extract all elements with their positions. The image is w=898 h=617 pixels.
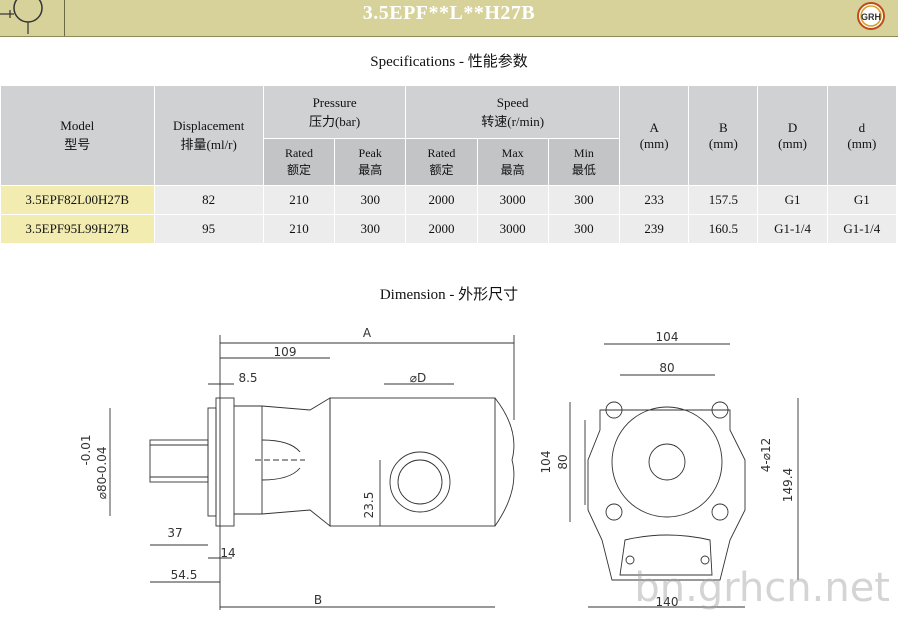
svg-text:54.5: 54.5 [171,568,198,582]
dimension-heading: Dimension - 外形尺寸 [379,287,519,303]
pump-symbol-icon [0,0,65,36]
table-row: 3.5EPF82L00H27B 82 210 300 2000 3000 300… [0,185,898,215]
header-b: B(mm) [688,85,759,186]
svg-text:⌀D: ⌀D [410,371,426,385]
cell-disp: 82 [153,185,264,215]
cell-b: 157.5 [688,185,759,215]
svg-text:A: A [363,326,372,340]
svg-text:140: 140 [656,595,679,609]
svg-text:109: 109 [274,345,297,359]
svg-text:104: 104 [656,330,679,344]
svg-text:104: 104 [539,451,553,474]
cell-d: G1 [757,185,828,215]
cell-model: 3.5EPF95L99H27B [0,214,155,244]
cell-s-max: 3000 [476,214,549,244]
cell-disp: 95 [153,214,264,244]
header-d: D(mm) [757,85,828,186]
cell-p-rated: 210 [262,214,336,244]
front-dim-labels: 104 80 104 80 4-⌀12 149.4 140 [539,330,795,609]
svg-text:37: 37 [167,526,182,540]
cell-small-d: G1-1/4 [826,214,898,244]
cell-s-rated: 2000 [405,185,478,215]
svg-text:8.5: 8.5 [238,371,257,385]
header-a: A(mm) [619,85,690,186]
svg-text:80: 80 [556,454,570,469]
cell-b: 160.5 [688,214,759,244]
side-dimensions [109,335,515,610]
cell-p-peak: 300 [334,214,407,244]
cell-p-rated: 210 [262,185,336,215]
header-small-d: d(mm) [826,85,898,186]
dimension-drawing: A 109 8.5 ⌀D 37 14 54.5 B 23.5 -0.01 -0.… [79,326,799,610]
specifications-heading: Specifications - 性能参数 [370,54,528,70]
svg-text:80: 80 [659,361,674,375]
cell-s-min: 300 [547,214,621,244]
pump-side-view [149,397,515,527]
svg-text:-0.01: -0.01 [79,434,93,465]
cell-a: 239 [619,214,690,244]
cell-s-max: 3000 [476,185,549,215]
product-title: 3.5EPF**L**H27B [362,2,536,24]
pump-front-view [587,401,746,581]
title-bar: 3.5EPF**L**H27B GRH [0,0,898,37]
cell-s-rated: 2000 [405,214,478,244]
svg-text:14: 14 [220,546,235,560]
svg-text:B: B [314,593,322,607]
cell-p-peak: 300 [334,185,407,215]
svg-text:4-⌀12: 4-⌀12 [759,438,773,472]
cell-model: 3.5EPF82L00H27B [0,185,155,215]
svg-text:23.5: 23.5 [362,492,376,519]
front-dimensions [569,343,799,608]
svg-text:GRH: GRH [861,12,881,22]
cell-d: G1-1/4 [757,214,828,244]
svg-text:⌀80: ⌀80 [95,477,109,500]
table-row: 3.5EPF95L99H27B 95 210 300 2000 3000 300… [0,214,898,244]
cell-small-d: G1 [826,185,898,215]
side-dim-labels: A 109 8.5 ⌀D 37 14 54.5 B 23.5 -0.01 -0.… [79,326,426,607]
watermark: bn.grhcn.net [634,565,890,611]
cell-a: 233 [619,185,690,215]
cell-s-min: 300 [547,185,621,215]
grh-logo: GRH [854,2,888,30]
svg-text:-0.04: -0.04 [95,446,109,477]
svg-text:149.4: 149.4 [781,468,795,502]
